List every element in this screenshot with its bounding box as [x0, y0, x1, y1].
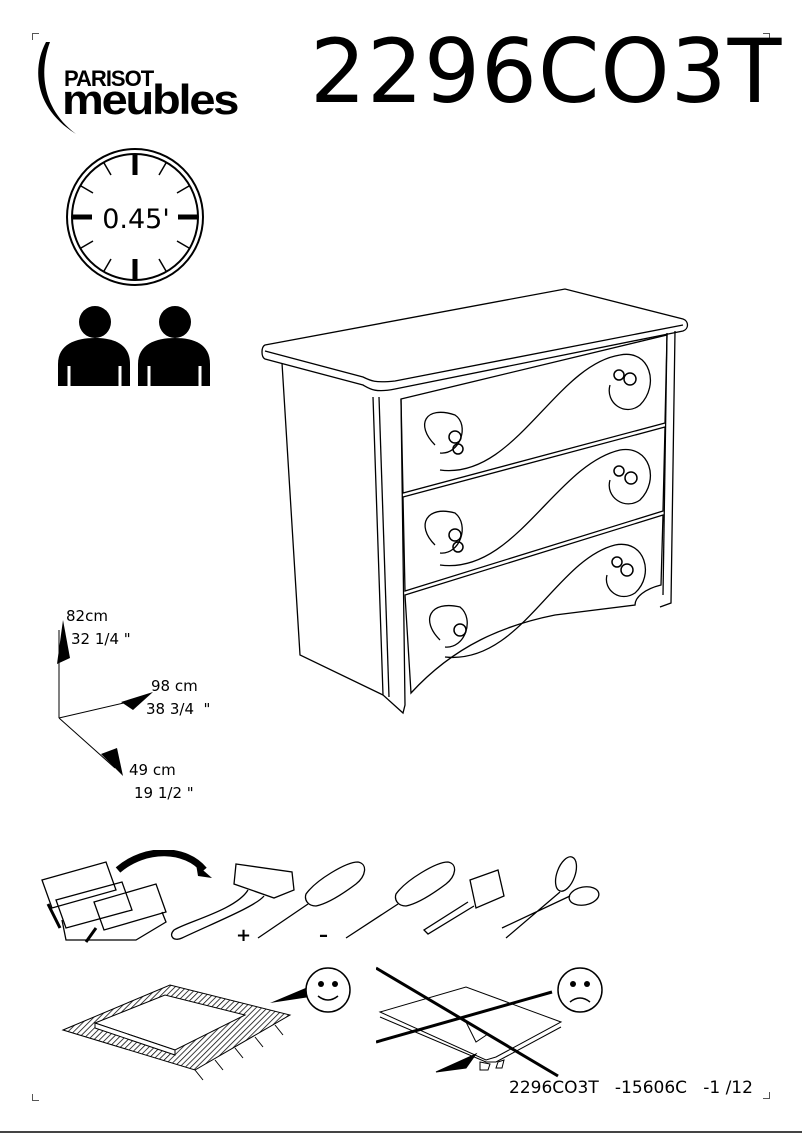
depth-imperial: 19 1/2 " [134, 784, 194, 802]
depth-metric: 49 cm [129, 761, 176, 779]
phillips-screwdriver-icon [257, 861, 366, 939]
assembly-on-floor-illustration [376, 966, 563, 1078]
clock-icon [66, 148, 204, 286]
phillips-sign: + [236, 925, 251, 945]
crop-mark-bottom-right [763, 1092, 770, 1099]
curved-arrow-icon [115, 850, 207, 873]
footer-reference: 2296CO3T -15606C -1 /12 [509, 1078, 753, 1098]
height-arrow-icon [57, 620, 70, 664]
dresser-illustration [261, 288, 689, 715]
sad-face-icon [557, 967, 603, 1013]
dimension-axes-icon [57, 620, 153, 776]
happy-face-icon [305, 967, 351, 1013]
flat-screwdriver-icon [345, 861, 456, 939]
assembly-time-label: 0.45' [102, 204, 170, 235]
tape-measure-icon [422, 869, 505, 935]
crop-mark-top-right [763, 33, 770, 40]
product-code-title: 2296CO3T [310, 20, 783, 123]
toolbox-icon [41, 861, 167, 943]
width-arrow-icon [121, 692, 153, 710]
person-icon [138, 306, 210, 386]
brand-logo: PARISOT meubles [34, 38, 274, 138]
width-imperial: 38 3/4 " [146, 700, 211, 718]
hammer-icon [170, 863, 295, 940]
width-metric: 98 cm [151, 677, 198, 695]
depth-arrow-icon [101, 748, 123, 776]
scissors-icon [501, 856, 600, 939]
height-metric: 82cm [66, 607, 108, 625]
crop-mark-top-left [32, 33, 39, 40]
tools-row: + – [41, 850, 600, 945]
two-persons-icon [58, 306, 210, 386]
brand-name-bottom: meubles [62, 76, 239, 123]
crop-mark-bottom-left [32, 1094, 39, 1101]
page-bottom-border [0, 1131, 802, 1133]
brand-name-top: PARISOT [64, 66, 154, 91]
assembly-on-rug-illustration [61, 979, 327, 1081]
person-icon [58, 306, 130, 386]
logo-arc-icon [38, 42, 76, 134]
flat-sign: – [319, 925, 328, 945]
height-imperial: 32 1/4 " [71, 630, 131, 648]
